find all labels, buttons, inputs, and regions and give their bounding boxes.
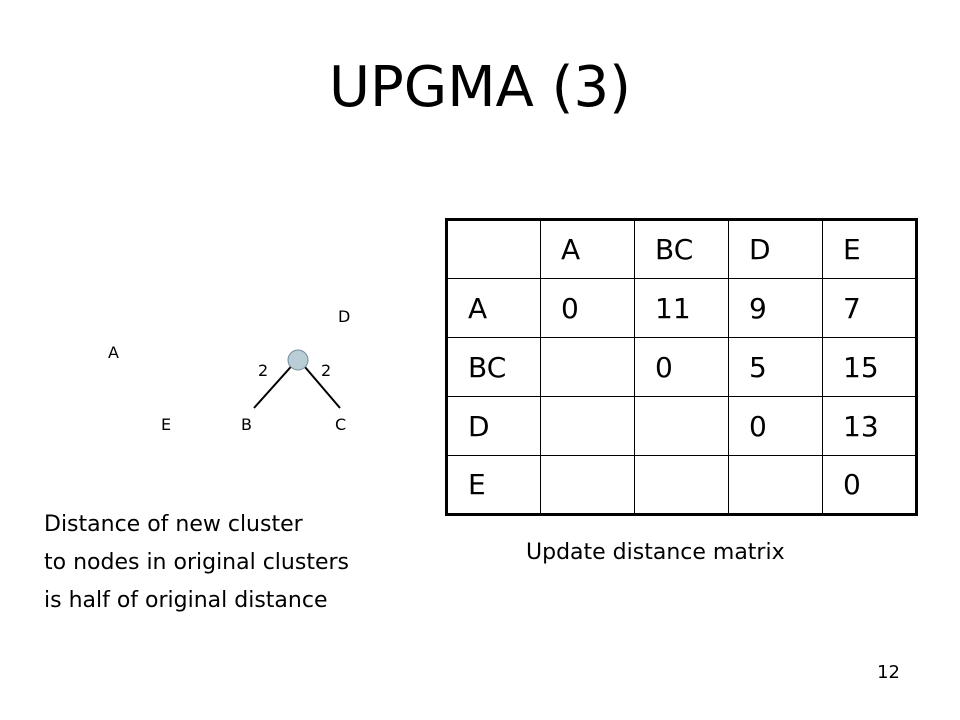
- slide-title: UPGMA (3): [329, 55, 631, 120]
- matrix-row: D 0 13: [446, 396, 917, 456]
- branch-length-left: 2: [258, 361, 268, 380]
- matrix-cell: 7: [822, 278, 917, 338]
- branch-left-edge: [253, 359, 298, 409]
- matrix-column-header: BC: [634, 219, 729, 279]
- matrix-column-header: D: [728, 219, 823, 279]
- matrix-row-header: BC: [446, 337, 541, 397]
- matrix-cell: 13: [822, 396, 917, 456]
- distance-matrix: A BC D E A 0 11 9 7 BC 0 5 15 D 0 13 E: [445, 218, 918, 516]
- matrix-cell: 0: [822, 455, 917, 515]
- branch-right-edge: [298, 359, 341, 409]
- matrix-row: BC 0 5 15: [446, 337, 917, 397]
- matrix-cell: 0: [540, 278, 635, 338]
- matrix-cell: 9: [728, 278, 823, 338]
- note-line: Distance of new cluster: [44, 512, 303, 537]
- leaf-label-a: A: [108, 343, 119, 362]
- matrix-corner-cell: [446, 219, 541, 279]
- matrix-row-header: A: [446, 278, 541, 338]
- matrix-column-header: E: [822, 219, 917, 279]
- leaf-label-b: B: [241, 415, 252, 434]
- leaf-label-e: E: [161, 415, 171, 434]
- matrix-column-header: A: [540, 219, 635, 279]
- branch-length-right: 2: [321, 361, 331, 380]
- matrix-header-row: A BC D E: [446, 219, 917, 279]
- matrix-cell: 0: [728, 396, 823, 456]
- matrix-row: A 0 11 9 7: [446, 278, 917, 338]
- matrix-row-header: D: [446, 396, 541, 456]
- matrix-cell: 0: [634, 337, 729, 397]
- matrix-cell: [540, 337, 635, 397]
- matrix-cell: [540, 396, 635, 456]
- cluster-node: [287, 349, 309, 371]
- matrix-row: E 0: [446, 455, 917, 515]
- matrix-row-header: E: [446, 455, 541, 515]
- note-line: to nodes in original clusters: [44, 550, 349, 575]
- leaf-label-c: C: [335, 415, 346, 434]
- update-matrix-note: Update distance matrix: [526, 540, 785, 565]
- leaf-label-d: D: [338, 307, 350, 326]
- matrix-cell: [728, 455, 823, 515]
- matrix-cell: 11: [634, 278, 729, 338]
- matrix-cell: [540, 455, 635, 515]
- matrix-cell: 5: [728, 337, 823, 397]
- page-number: 12: [877, 662, 900, 683]
- matrix-cell: 15: [822, 337, 917, 397]
- matrix-cell: [634, 455, 729, 515]
- matrix-cell: [634, 396, 729, 456]
- cluster-distance-note: Distance of new cluster to nodes in orig…: [44, 506, 349, 620]
- note-line: is half of original distance: [44, 588, 328, 613]
